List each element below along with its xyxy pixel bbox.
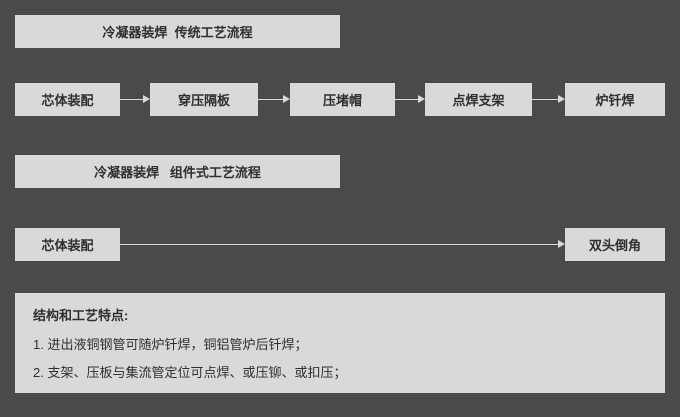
arrow-head-icon [418, 95, 425, 103]
notes-item-2: 2. 支架、压板与集流管定位可点焊、或压铆、或扣压； [33, 365, 347, 380]
arrow-shaft [395, 98, 419, 100]
arrow-shaft [258, 98, 284, 100]
flow1-step-press-cap: 压堵帽 [290, 83, 395, 116]
arrow-head-icon [558, 240, 565, 248]
arrow-shaft [120, 243, 559, 245]
flow1-step-press-partition: 穿压隔板 [150, 83, 258, 116]
notes-item-1: 1. 进出液铜钢管可随炉钎焊，铜铝管炉后钎焊； [33, 337, 308, 352]
notes-panel: 结构和工艺特点: 1. 进出液铜钢管可随炉钎焊，铜铝管炉后钎焊； 2. 支架、压… [15, 293, 665, 393]
arrow-head-icon [558, 95, 565, 103]
arrow-shaft [120, 98, 144, 100]
flow2-step-double-chamfer: 双头倒角 [565, 228, 665, 261]
arrow-shaft [532, 98, 559, 100]
flow1-step-core-assembly: 芯体装配 [15, 83, 120, 116]
arrow-head-icon [143, 95, 150, 103]
arrow-head-icon [283, 95, 290, 103]
flow1-step-spot-weld-bracket: 点焊支架 [425, 83, 532, 116]
flow1-step-furnace-braze: 炉钎焊 [565, 83, 665, 116]
notes-title: 结构和工艺特点: [33, 308, 129, 323]
flow2-title: 冷凝器装焊 组件式工艺流程 [15, 155, 340, 188]
flow1-title: 冷凝器装焊 传统工艺流程 [15, 15, 340, 48]
flow2-step-core-assembly: 芯体装配 [15, 228, 120, 261]
